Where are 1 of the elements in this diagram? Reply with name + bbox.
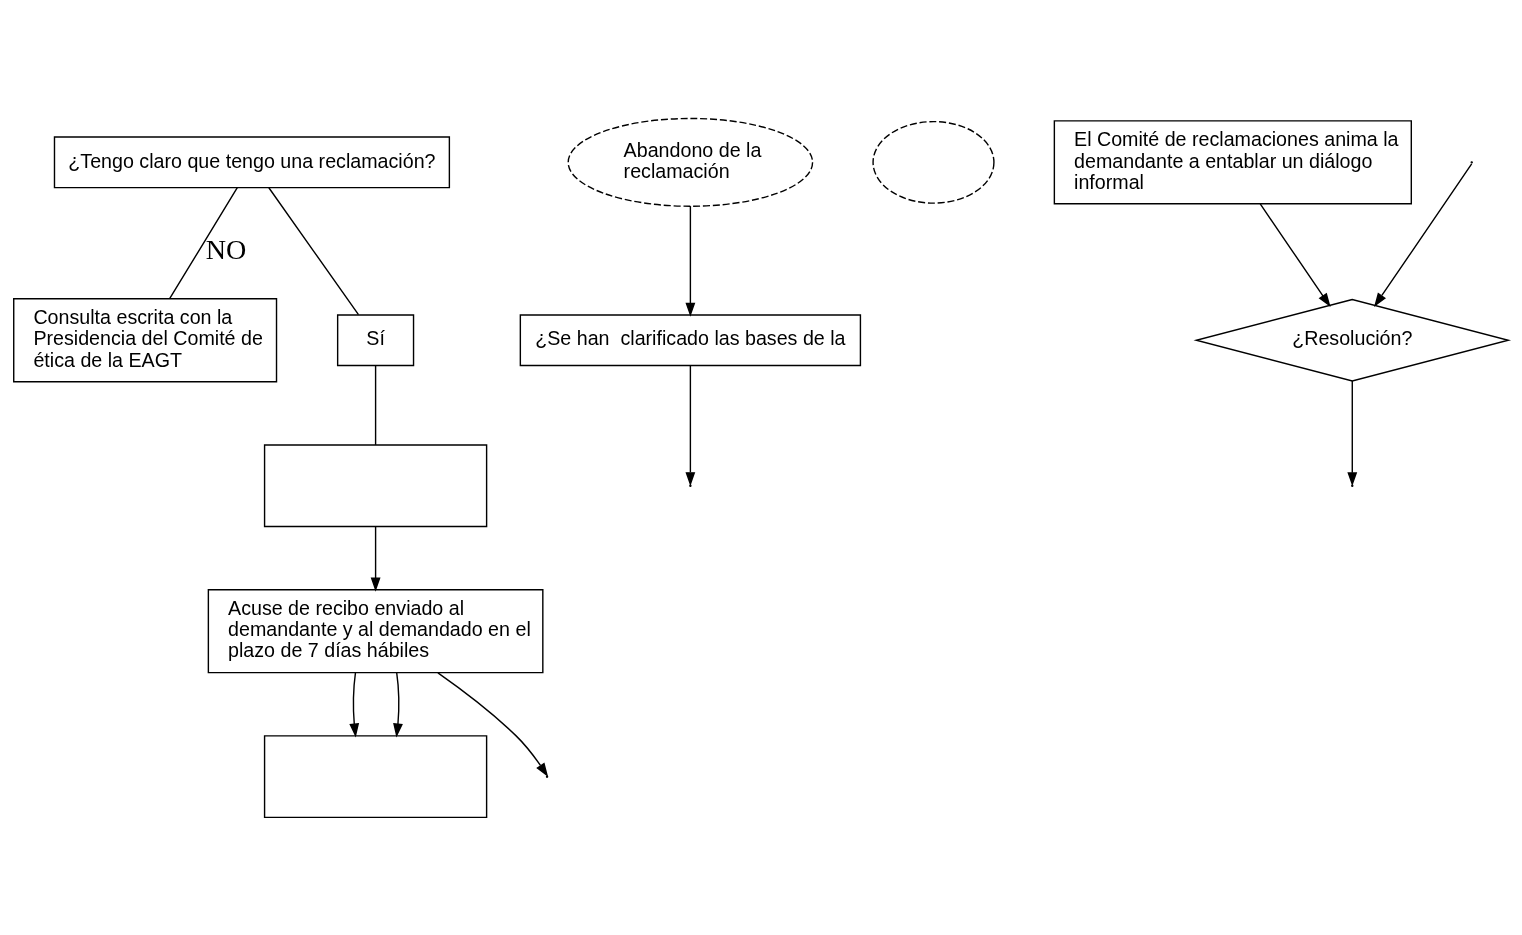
edge-label: NO	[205, 233, 247, 265]
